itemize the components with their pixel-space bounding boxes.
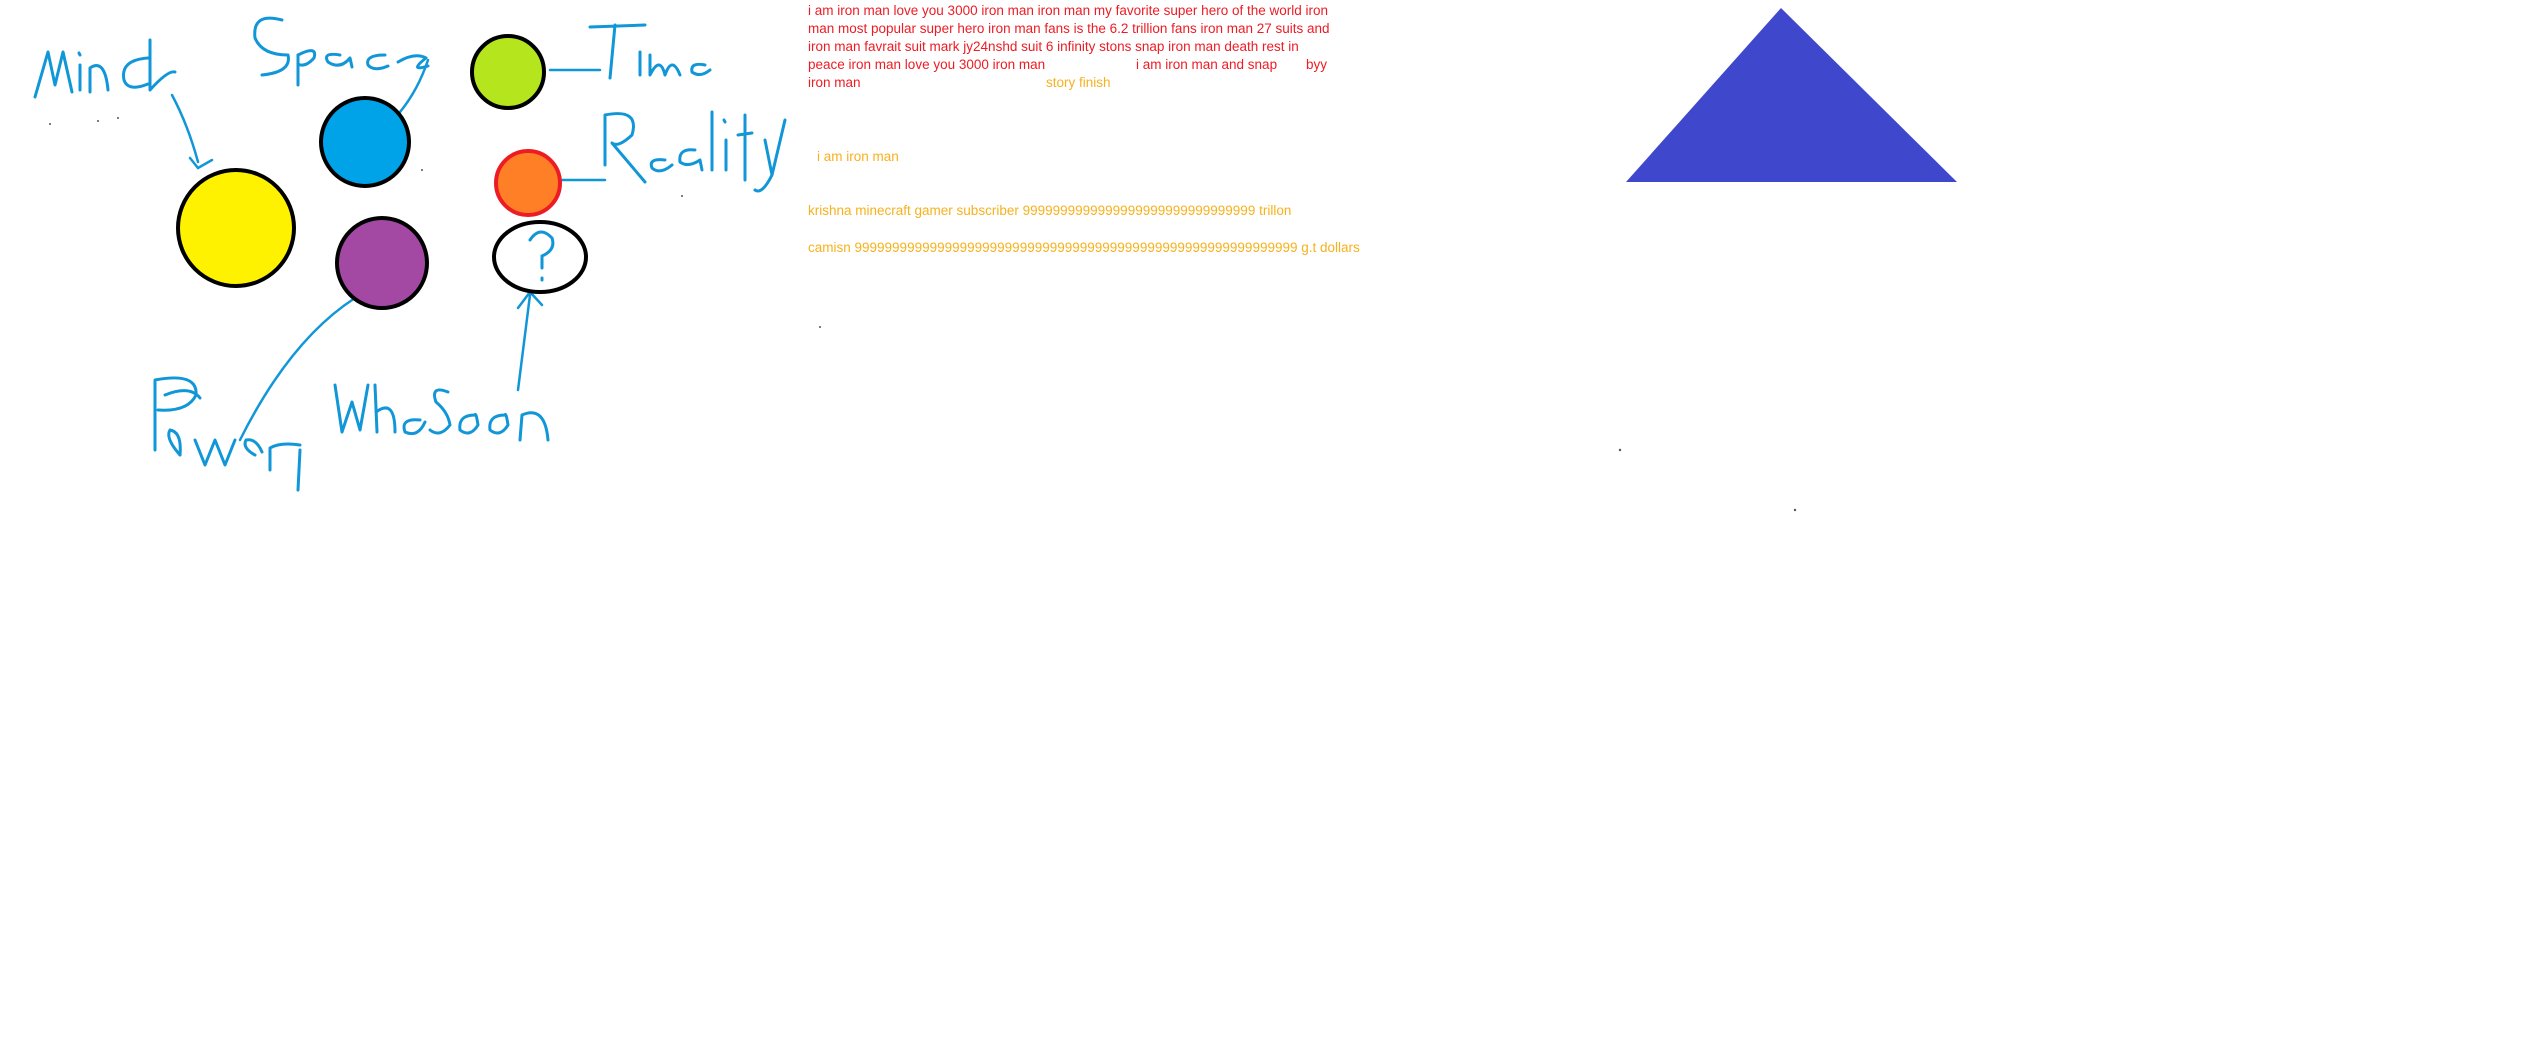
krishna-text: krishna minecraft gamer subscriber 99999… — [808, 203, 1292, 218]
stray-dot — [681, 195, 683, 197]
stray-dot — [819, 326, 821, 328]
power-stone — [335, 216, 429, 310]
handwritten-time — [588, 23, 712, 80]
arrow-power-to-purple — [238, 296, 357, 442]
arrow-mind-to-yellow — [170, 93, 214, 170]
stray-dot — [49, 123, 51, 125]
stray-dot — [97, 120, 99, 122]
story-line-4: peace iron man love you 3000 iron man — [808, 57, 1046, 72]
stray-dot — [1793, 508, 1797, 512]
handwritten-power — [153, 376, 302, 492]
story-line-2: man most popular super hero iron man fan… — [808, 21, 1330, 36]
mind-stone — [176, 168, 296, 288]
arrow-whosoon-to-unknown — [516, 290, 544, 392]
blue-triangle — [1626, 8, 1957, 182]
space-stone — [319, 96, 411, 188]
i-am-iron-man-text: i am iron man — [817, 149, 899, 164]
stray-dot — [421, 169, 423, 171]
reality-stone — [494, 149, 562, 217]
story-line-1: i am iron man love you 3000 iron man iro… — [808, 3, 1329, 18]
handwritten-space — [253, 16, 430, 87]
stray-dot — [117, 117, 119, 119]
handwritten-mind — [33, 38, 177, 99]
handwritten-whosoon — [333, 383, 550, 442]
question-mark-glyph — [528, 230, 555, 282]
story-finish-text: story finish — [1046, 75, 1111, 90]
unknown-stone — [492, 220, 588, 294]
story-line-4b: i am iron man and snap — [1136, 57, 1278, 72]
stray-dot — [1618, 448, 1622, 452]
time-stone — [470, 34, 546, 110]
story-line-5: iron man — [808, 75, 861, 90]
camisn-text: camisn 999999999999999999999999999999999… — [808, 240, 1360, 255]
story-line-4c: byy — [1306, 57, 1328, 72]
handwritten-reality — [603, 110, 787, 193]
story-line-3: iron man favrait suit mark jy24nshd suit… — [808, 39, 1299, 54]
story-text-block: i am iron man love you 3000 iron man iro… — [808, 2, 1368, 56]
line-space-to-blue — [398, 58, 430, 114]
